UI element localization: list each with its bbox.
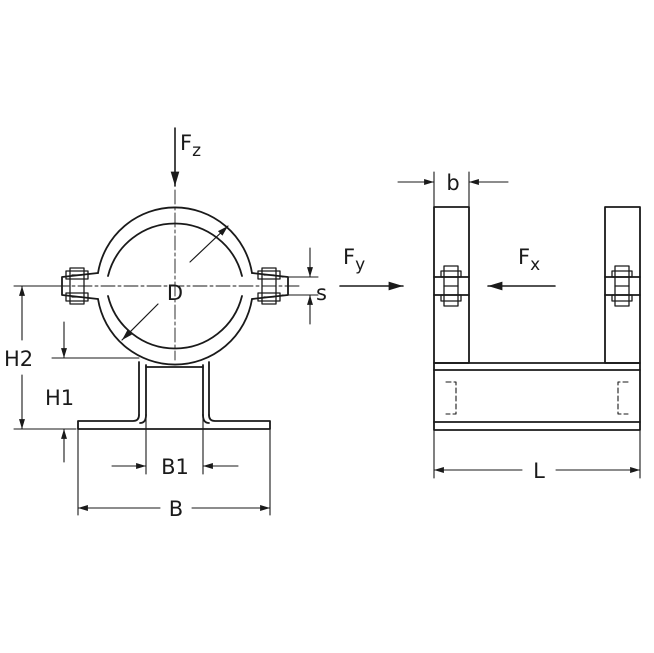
base-width-dimension (77, 428, 271, 516)
length-label: L (533, 459, 545, 483)
height-1-dimension (51, 321, 140, 463)
height-1-label: H1 (45, 386, 74, 410)
base-width-label: B (169, 497, 183, 521)
center-lines (54, 189, 301, 361)
side-view (339, 171, 641, 479)
diameter-arrow-upper (189, 225, 229, 263)
base-inner-width-dimension (111, 414, 239, 475)
band-width-label: b (446, 171, 459, 195)
support-base (77, 361, 271, 430)
force-x-label: Fx (518, 245, 540, 275)
force-y-label: Fy (343, 245, 365, 275)
thickness-dimension (281, 247, 319, 325)
left-bolt (65, 267, 89, 305)
height-2-label: H2 (4, 347, 33, 371)
side-bolt-left (440, 265, 462, 307)
left-band (433, 206, 470, 364)
force-z-label: Fz (180, 131, 201, 161)
front-view (13, 127, 319, 516)
length-dimension (433, 429, 641, 479)
diameter-arrow-lower (121, 303, 159, 341)
band-width-dimension (397, 171, 509, 208)
side-base (433, 362, 641, 431)
diameter-label: D (167, 281, 183, 305)
base-inner-width-label: B1 (161, 455, 189, 479)
hidden-slots (445, 381, 629, 415)
thickness-label: s (316, 281, 327, 305)
right-band (604, 206, 641, 364)
side-bolt-right (611, 265, 633, 307)
